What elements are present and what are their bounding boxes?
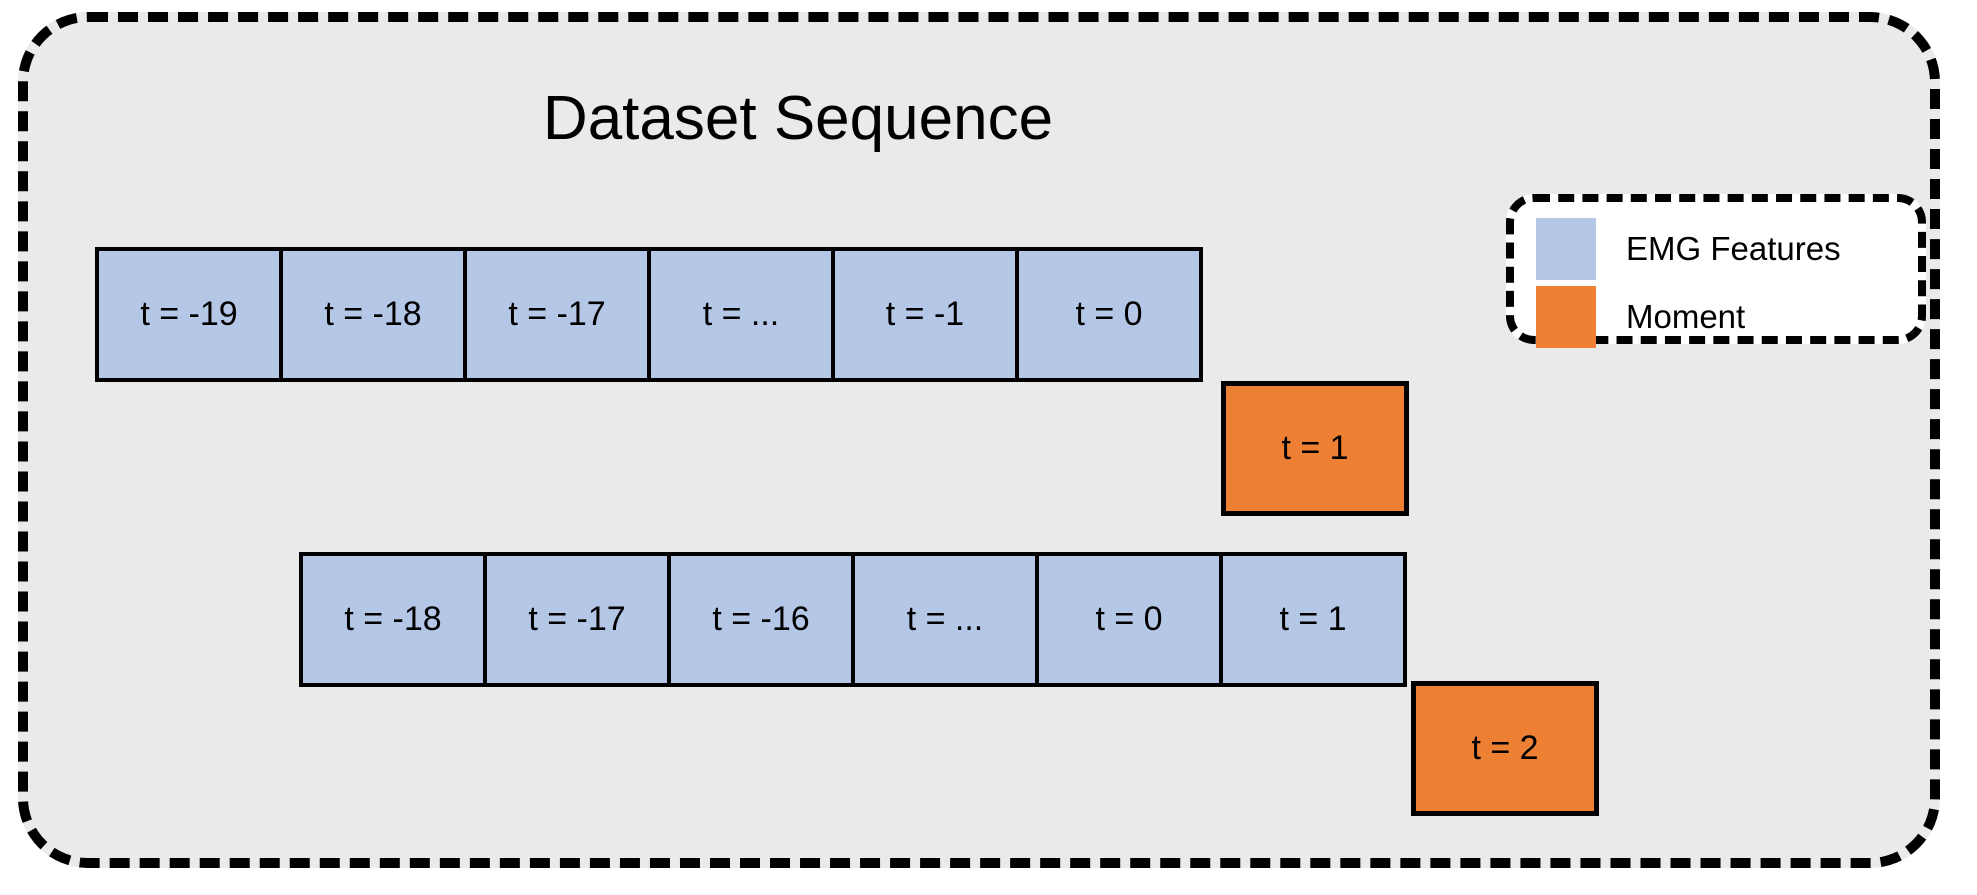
- moment-cell: t = 2: [1411, 681, 1599, 816]
- feature-cell: t = 0: [1035, 552, 1223, 687]
- legend: EMG Features Moment: [1506, 194, 1926, 348]
- feature-cell: t = -18: [299, 552, 487, 687]
- moment-swatch: [1536, 286, 1596, 348]
- feature-cell: t = ...: [647, 247, 835, 382]
- dataset-sequence-panel: Dataset Sequence EMG Features Moment t =…: [18, 12, 1940, 868]
- feature-cell: t = 0: [1015, 247, 1203, 382]
- legend-item-label: EMG Features: [1626, 230, 1841, 267]
- sequence-row-2: t = -18 t = -17 t = -16 t = ... t = 0 t …: [299, 552, 1407, 687]
- sequence-row-1: t = -19 t = -18 t = -17 t = ... t = -1 t…: [95, 247, 1203, 382]
- feature-cell: t = -19: [95, 247, 283, 382]
- feature-cell: t = 1: [1219, 552, 1407, 687]
- feature-cell: t = -16: [667, 552, 855, 687]
- feature-cell: t = -17: [463, 247, 651, 382]
- feature-cell: t = -1: [831, 247, 1019, 382]
- legend-item-label: Moment: [1626, 298, 1746, 335]
- legend-item-emg-features: EMG Features: [1536, 218, 1841, 280]
- page-title: Dataset Sequence: [542, 84, 1054, 153]
- feature-cell: t = ...: [851, 552, 1039, 687]
- feature-cell: t = -17: [483, 552, 671, 687]
- feature-cell: t = -18: [279, 247, 467, 382]
- emg-features-swatch: [1536, 218, 1596, 280]
- moment-cell: t = 1: [1221, 381, 1409, 516]
- legend-item-moment: Moment: [1536, 286, 1745, 348]
